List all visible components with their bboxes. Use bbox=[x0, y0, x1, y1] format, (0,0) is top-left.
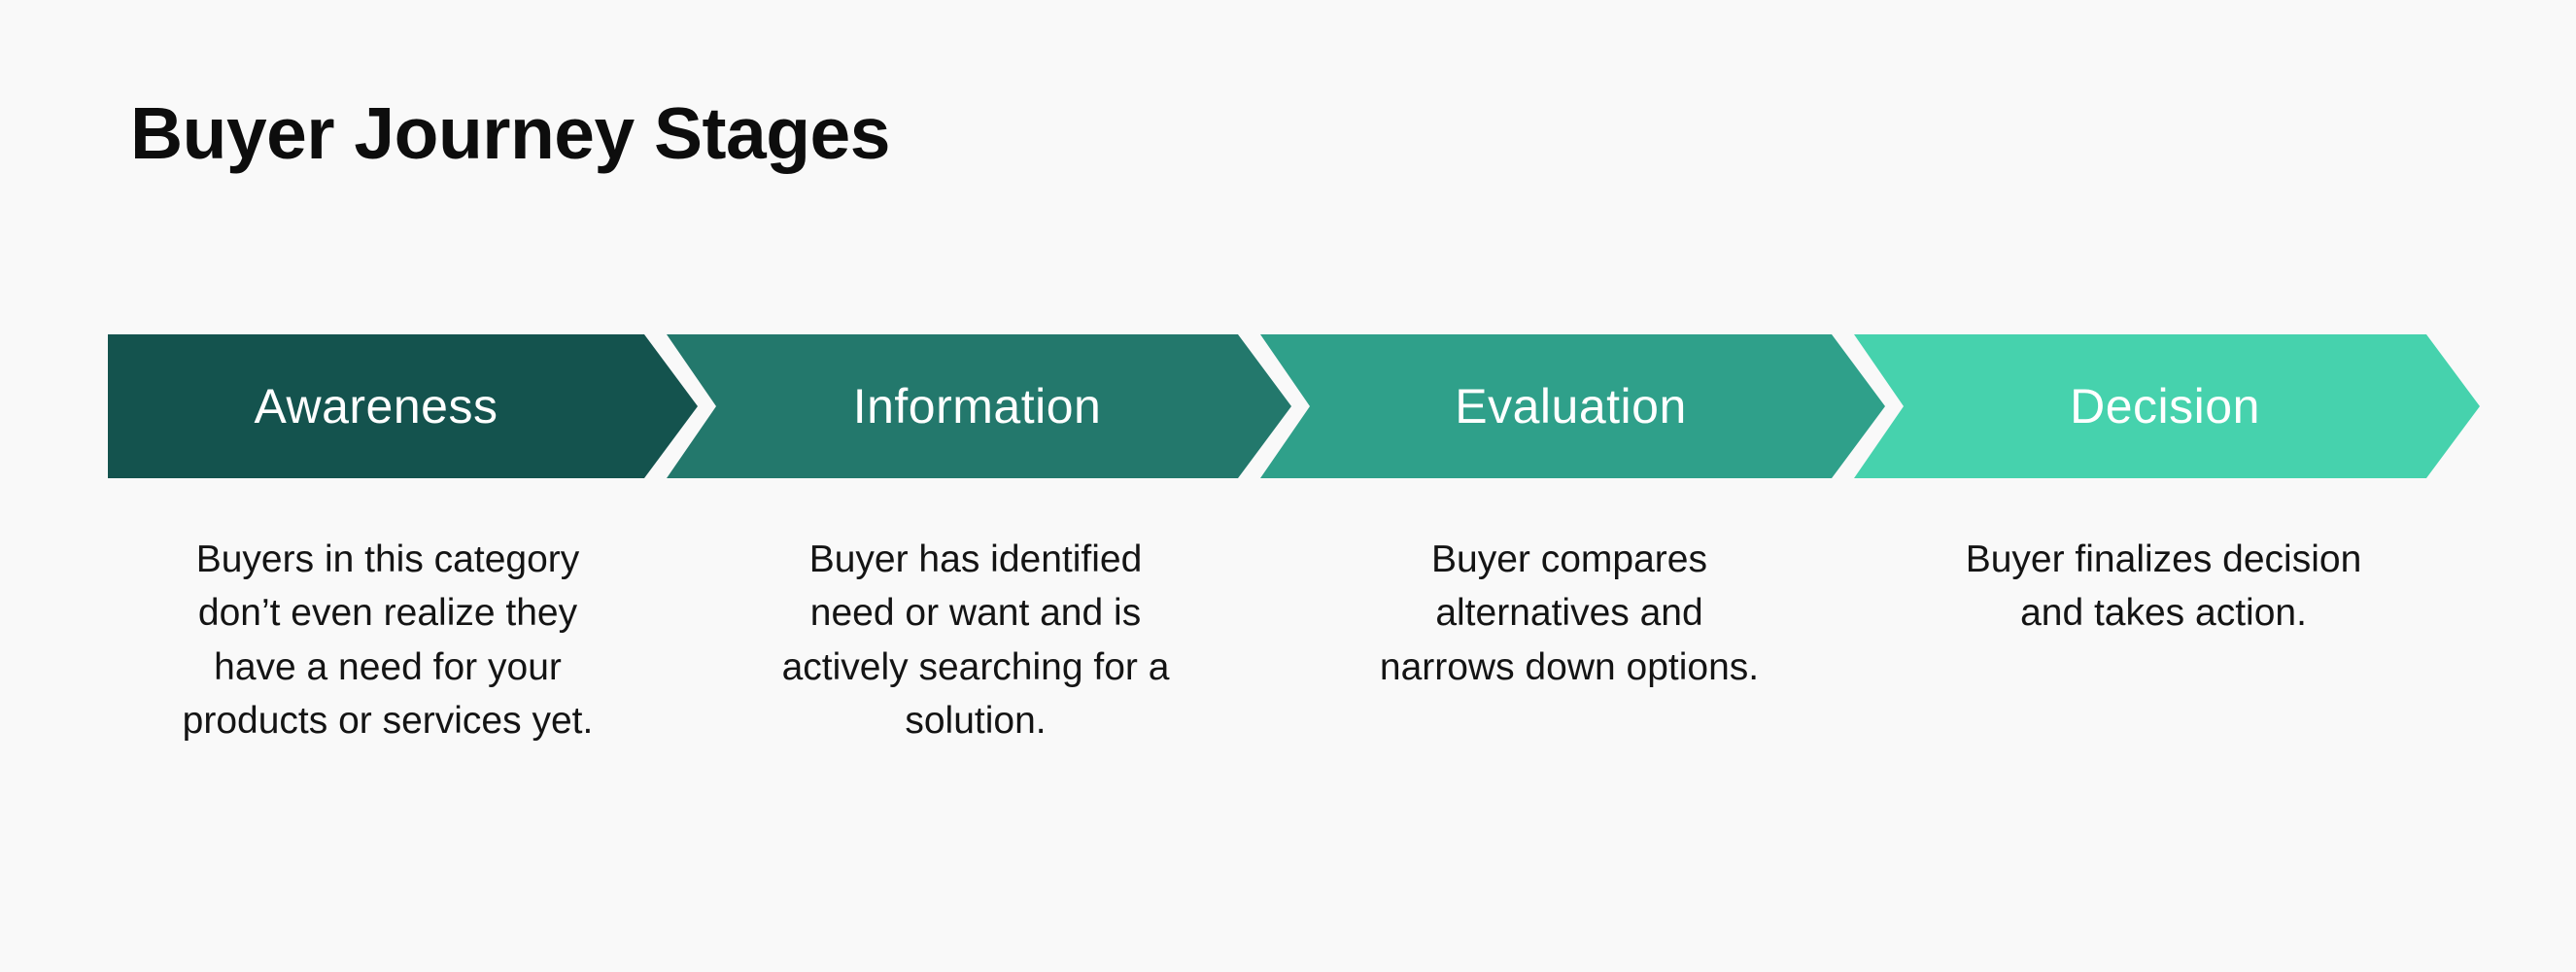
stage-label-awareness: Awareness bbox=[254, 379, 498, 434]
stage-arrow-information: Information bbox=[667, 334, 1291, 478]
stage-label-evaluation: Evaluation bbox=[1455, 379, 1687, 434]
stage-arrow-awareness: Awareness bbox=[108, 334, 698, 478]
stage-label-decision: Decision bbox=[2070, 379, 2260, 434]
stage-description-information: Buyer has identified need or want and is… bbox=[781, 538, 1170, 743]
stage-arrow-evaluation: Evaluation bbox=[1260, 334, 1885, 478]
stage-description-awareness: Buyers in this category don’t even reali… bbox=[182, 538, 594, 743]
page-title: Buyer Journey Stages bbox=[130, 92, 890, 174]
stage-description-decision: Buyer finalizes decision and takes actio… bbox=[1965, 538, 2362, 635]
stage-arrow-decision: Decision bbox=[1854, 334, 2480, 478]
stage-label-information: Information bbox=[852, 379, 1102, 434]
stage-description-evaluation: Buyer compares alternatives and narrows … bbox=[1379, 538, 1760, 688]
